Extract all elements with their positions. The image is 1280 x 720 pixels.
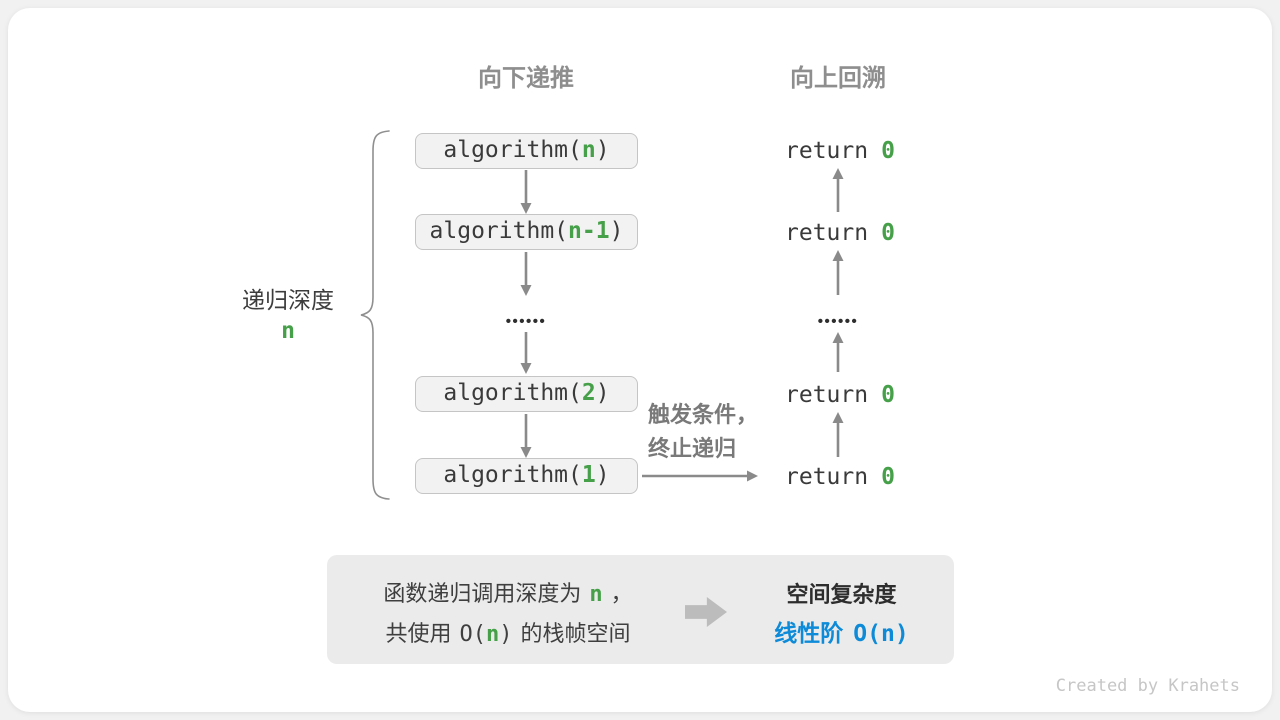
return-value: 0 bbox=[881, 220, 895, 246]
big-o-var: n bbox=[486, 622, 500, 647]
call-arg: 1 bbox=[581, 462, 596, 488]
depth-var: n bbox=[281, 318, 295, 344]
depth-label: 递归深度 bbox=[242, 287, 334, 313]
summary-text: 共使用 bbox=[385, 621, 452, 646]
return-value: 0 bbox=[881, 464, 895, 490]
credit-text: Created by Krahets bbox=[1055, 676, 1240, 696]
call-suffix: ) bbox=[595, 462, 610, 488]
complexity-class: 线性阶 bbox=[774, 620, 844, 646]
summary-line1: 函数递归调用深度为 n ， bbox=[347, 574, 669, 614]
call-prefix: algorithm( bbox=[443, 462, 582, 488]
arrow-up-icon bbox=[832, 250, 844, 295]
return-value: 0 bbox=[881, 138, 895, 164]
call-box-n: algorithm(n) bbox=[415, 133, 638, 169]
big-o-var: n bbox=[880, 621, 895, 647]
header-backtrack: 向上回溯 bbox=[790, 65, 886, 92]
summary-box bbox=[327, 555, 954, 664]
trigger-line1: 触发条件， bbox=[648, 402, 759, 427]
big-o-close: ) bbox=[894, 621, 909, 647]
big-o-close: ) bbox=[499, 622, 513, 647]
call-arg: n-1 bbox=[568, 218, 610, 244]
call-box-2: algorithm(2) bbox=[415, 376, 638, 412]
summary-text: 的栈帧空间 bbox=[520, 621, 631, 646]
call-prefix: algorithm( bbox=[443, 137, 582, 163]
summary-text: ， bbox=[610, 581, 633, 606]
arrow-up-icon bbox=[832, 412, 844, 457]
complexity-big-o: O(n) bbox=[853, 621, 908, 647]
return-keyword: return bbox=[785, 220, 869, 246]
header-descend: 向下递推 bbox=[478, 65, 574, 92]
return-row: return 0 bbox=[760, 464, 920, 490]
arrow-up-icon bbox=[832, 332, 844, 372]
arrow-down-icon bbox=[520, 170, 532, 214]
call-prefix: algorithm( bbox=[443, 380, 582, 406]
return-value: 0 bbox=[881, 382, 895, 408]
trigger-line2: 终止递归 bbox=[648, 436, 737, 461]
arrow-down-icon bbox=[520, 252, 532, 296]
return-row: return 0 bbox=[760, 138, 920, 164]
call-box-n-1: algorithm(n-1) bbox=[415, 214, 638, 250]
call-suffix: ) bbox=[595, 137, 610, 163]
big-o-open: O( bbox=[459, 622, 487, 647]
call-box-1: algorithm(1) bbox=[415, 458, 638, 494]
arrow-down-icon bbox=[520, 332, 532, 374]
return-keyword: return bbox=[785, 382, 869, 408]
arrow-up-icon bbox=[832, 168, 844, 212]
call-suffix: ) bbox=[595, 380, 610, 406]
ellipsis-right: •••••• bbox=[817, 313, 859, 330]
trigger-note: 触发条件， 终止递归 bbox=[648, 398, 778, 466]
summary-line2: 共使用 O(n) 的栈帧空间 bbox=[347, 614, 669, 654]
return-keyword: return bbox=[785, 138, 869, 164]
arrow-right-icon bbox=[642, 470, 758, 482]
call-suffix: ) bbox=[609, 218, 624, 244]
call-arg: 2 bbox=[581, 380, 596, 406]
complexity-value: 线性阶 O(n) bbox=[729, 614, 954, 648]
summary-var: n bbox=[589, 582, 603, 607]
return-row: return 0 bbox=[760, 382, 920, 408]
big-o-open: O( bbox=[853, 621, 881, 647]
call-prefix: algorithm( bbox=[429, 218, 569, 244]
summary-text: 函数递归调用深度为 bbox=[383, 581, 582, 606]
curly-brace-icon bbox=[360, 130, 390, 500]
complexity-title: 空间复杂度 bbox=[786, 582, 897, 607]
ellipsis-left: •••••• bbox=[505, 313, 547, 330]
return-row: return 0 bbox=[760, 220, 920, 246]
return-keyword: return bbox=[785, 464, 869, 490]
call-arg: n bbox=[581, 137, 596, 163]
arrow-down-icon bbox=[520, 414, 532, 458]
